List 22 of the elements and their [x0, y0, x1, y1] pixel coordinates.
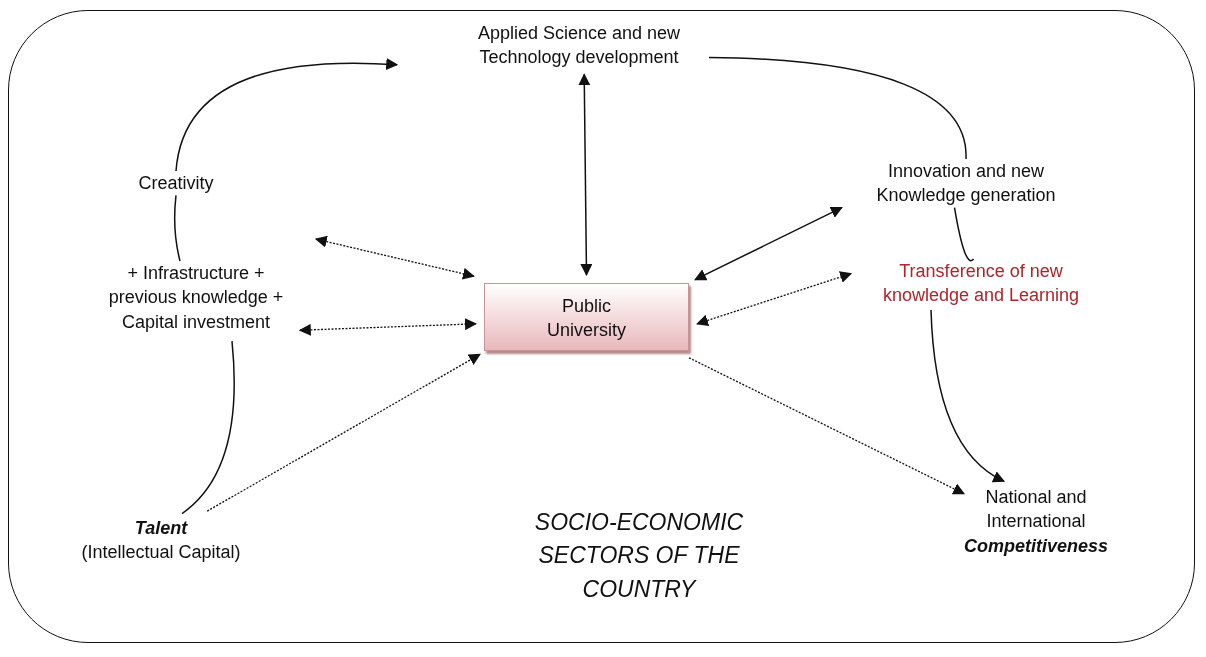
university-box: Public University: [484, 283, 689, 351]
arrow: [696, 271, 853, 327]
frame-box: [8, 10, 1195, 643]
arrow: [578, 73, 593, 277]
concept-text: Applied Science and new Technology development: [449, 21, 709, 70]
concept-text: Transference of new knowledge and Learning: [856, 259, 1106, 308]
arrow: [206, 353, 481, 512]
concept-text: Talent (Intellectual Capital): [56, 516, 266, 565]
connector-line: [181, 340, 235, 515]
concept-text: Creativity: [111, 171, 241, 196]
arrow: [688, 357, 966, 495]
connector-line: [708, 56, 967, 160]
arrow: [694, 206, 843, 281]
arrow: [298, 318, 477, 336]
arrow: [175, 58, 399, 172]
arrow: [314, 235, 475, 280]
sector-title: SOCIO-ECONOMIC SECTORS OF THE COUNTRY: [533, 508, 745, 604]
concept-text: National and International Competitiveness: [956, 485, 1116, 558]
concept-text: Innovation and new Knowledge generation: [851, 159, 1081, 208]
connector-line: [173, 194, 181, 262]
arrow: [930, 309, 1006, 483]
concept-text: + Infrastructure + previous knowledge + Capital investment: [96, 261, 296, 334]
